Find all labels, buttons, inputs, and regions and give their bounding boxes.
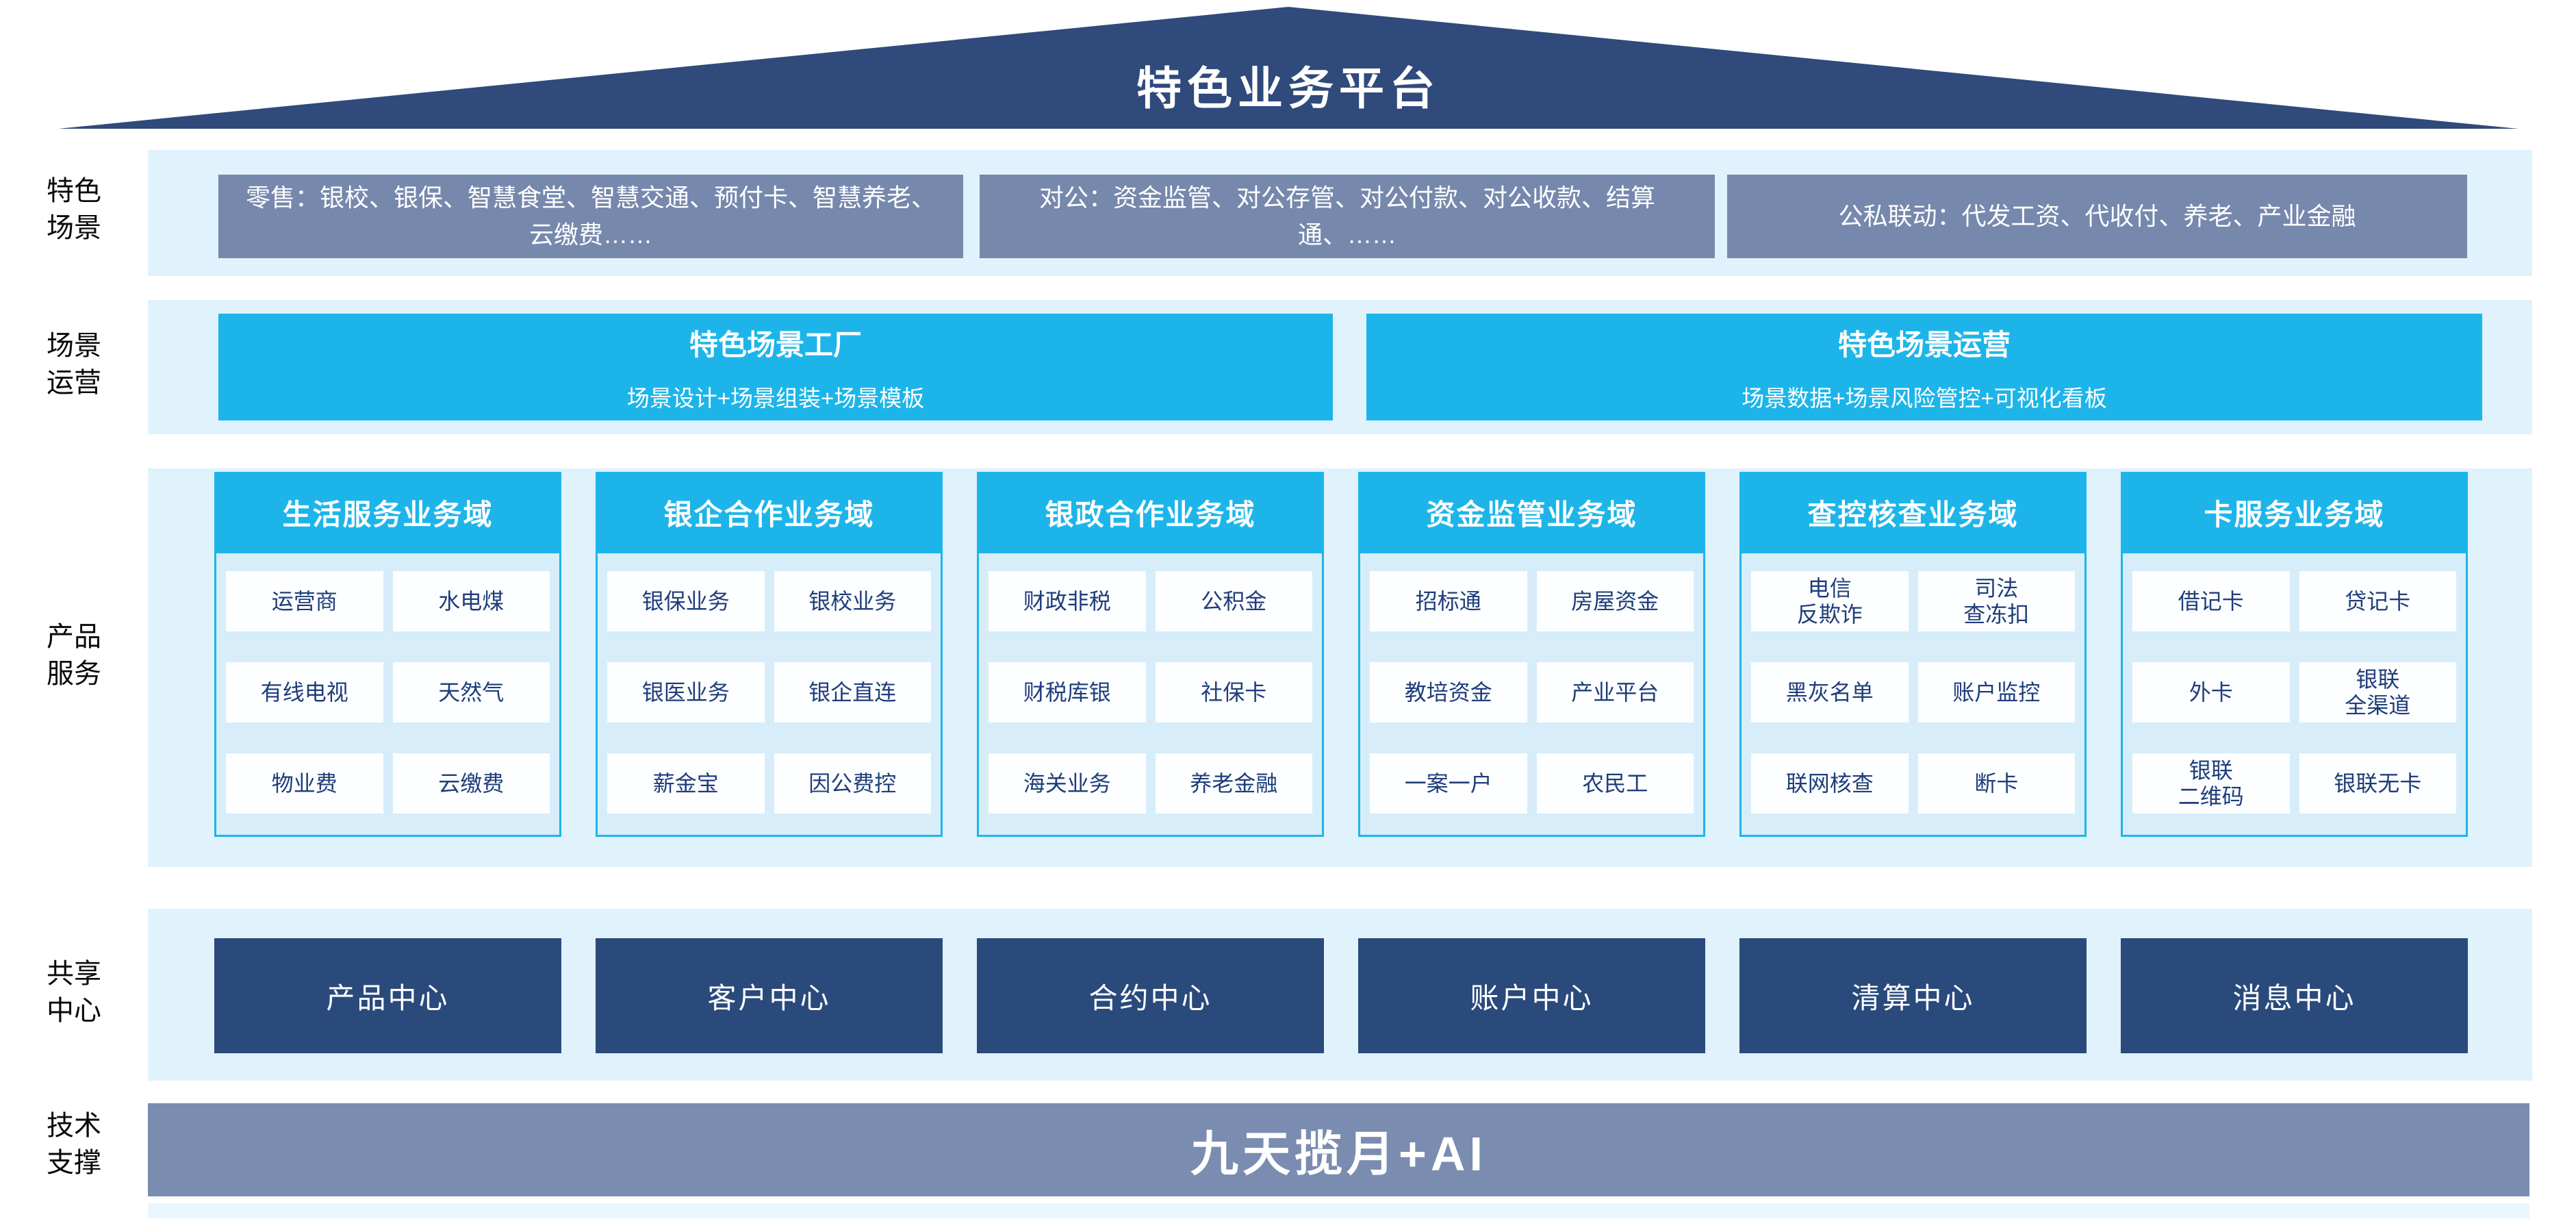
- product-item: 电信 反欺诈: [1751, 571, 1909, 631]
- product-item: 财税库银: [989, 662, 1146, 722]
- op-box-scene-factory: 特色场景工厂 场景设计+场景组装+场景模板: [218, 314, 1333, 420]
- side-label-tech-support: 技术 支撑: [47, 1111, 101, 1178]
- product-item: 云缴费: [392, 753, 550, 814]
- product-item: 外卡: [2132, 662, 2290, 722]
- product-item: 银医业务: [607, 662, 765, 722]
- product-item: 银联 全渠道: [2299, 662, 2456, 722]
- product-column-header: 卡服务业务域: [2121, 472, 2468, 553]
- product-column-body: 招标通 房屋资金 教培资金 产业平台 一案一户 农民工: [1358, 553, 1705, 837]
- roof-banner: 特色业务平台: [58, 7, 2518, 129]
- product-item: 账户监控: [1917, 662, 2075, 722]
- product-item: 薪金宝: [607, 753, 765, 814]
- product-column-header: 资金监管业务域: [1358, 472, 1705, 553]
- product-item: 银企直连: [774, 662, 931, 722]
- product-item: 司法 查冻扣: [1917, 571, 2075, 631]
- share-box-product-center: 产品中心: [214, 938, 561, 1053]
- product-item: 断卡: [1917, 753, 2075, 814]
- product-column-body: 借记卡 贷记卡 外卡 银联 全渠道 银联 二维码 银联无卡: [2121, 553, 2468, 837]
- side-label-product-services: 产品 服务: [47, 622, 101, 689]
- product-column-bank-enterprise: 银企合作业务域 银保业务 银校业务 银医业务 银企直连 薪金宝 因公费控: [596, 472, 943, 837]
- product-column-body: 运营商 水电煤 有线电视 天然气 物业费 云缴费: [214, 553, 561, 837]
- share-box-message-center: 消息中心: [2121, 938, 2468, 1053]
- product-item: 招标通: [1370, 571, 1527, 631]
- share-box-customer-center: 客户中心: [596, 938, 943, 1053]
- product-column-card-services: 卡服务业务域 借记卡 贷记卡 外卡 银联 全渠道 银联 二维码 银联无卡: [2121, 472, 2468, 837]
- product-column-fund-supervision: 资金监管业务域 招标通 房屋资金 教培资金 产业平台 一案一户 农民工: [1358, 472, 1705, 837]
- product-item: 财政非税: [989, 571, 1146, 631]
- product-item: 银保业务: [607, 571, 765, 631]
- scene-box-public-private: 公私联动：代发工资、代收付、养老、产业金融: [1727, 175, 2467, 258]
- product-column-header: 银政合作业务域: [977, 472, 1324, 553]
- product-column-body: 银保业务 银校业务 银医业务 银企直连 薪金宝 因公费控: [596, 553, 943, 837]
- product-column-inquiry-control: 查控核查业务域 电信 反欺诈 司法 查冻扣 黑灰名单 账户监控 联网核查 断卡: [1739, 472, 2087, 837]
- product-item: 因公费控: [774, 753, 931, 814]
- product-item: 银校业务: [774, 571, 931, 631]
- product-column-life-services: 生活服务业务域 运营商 水电煤 有线电视 天然气 物业费 云缴费: [214, 472, 561, 837]
- side-label-scene-operation: 场景 运营: [47, 331, 101, 398]
- op-box-subtitle: 场景数据+场景风险管控+可视化看板: [1742, 385, 2107, 411]
- side-label-special-scenes: 特色 场景: [47, 176, 101, 243]
- share-box-contract-center: 合约中心: [977, 938, 1324, 1053]
- product-item: 天然气: [392, 662, 550, 722]
- product-column-bank-government: 银政合作业务域 财政非税 公积金 财税库银 社保卡 海关业务 养老金融: [977, 472, 1324, 837]
- product-item: 房屋资金: [1536, 571, 1694, 631]
- product-item: 借记卡: [2132, 571, 2290, 631]
- product-item: 黑灰名单: [1751, 662, 1909, 722]
- product-item: 一案一户: [1370, 753, 1527, 814]
- tech-support-bar: 九天揽月+AI: [148, 1103, 2529, 1196]
- product-item: 产业平台: [1536, 662, 1694, 722]
- product-item: 银联无卡: [2299, 753, 2456, 814]
- product-column-body: 电信 反欺诈 司法 查冻扣 黑灰名单 账户监控 联网核查 断卡: [1739, 553, 2087, 837]
- product-item: 海关业务: [989, 753, 1146, 814]
- scene-box-corporate: 对公：资金监管、对公存管、对公付款、对公收款、结算通、……: [980, 175, 1715, 258]
- page-title: 特色业务平台: [1136, 63, 1440, 114]
- product-column-header: 查控核查业务域: [1739, 472, 2087, 553]
- side-label-shared-centers: 共享 中心: [47, 959, 101, 1026]
- op-box-subtitle: 场景设计+场景组装+场景模板: [626, 385, 925, 411]
- product-column-body: 财政非税 公积金 财税库银 社保卡 海关业务 养老金融: [977, 553, 1324, 837]
- product-item: 运营商: [226, 571, 383, 631]
- product-item: 教培资金: [1370, 662, 1527, 722]
- product-column-header: 银企合作业务域: [596, 472, 943, 553]
- product-item: 养老金融: [1155, 753, 1312, 814]
- op-box-title: 特色场景运营: [1837, 328, 2011, 361]
- share-box-clearing-center: 清算中心: [1739, 938, 2087, 1053]
- product-item: 银联 二维码: [2132, 753, 2290, 814]
- product-item: 公积金: [1155, 571, 1312, 631]
- op-box-title: 特色场景工厂: [689, 328, 862, 361]
- share-box-account-center: 账户中心: [1358, 938, 1705, 1053]
- product-item: 联网核查: [1751, 753, 1909, 814]
- product-item: 社保卡: [1155, 662, 1312, 722]
- product-column-header: 生活服务业务域: [214, 472, 561, 553]
- product-item: 物业费: [226, 753, 383, 814]
- product-item: 有线电视: [226, 662, 383, 722]
- product-item: 农民工: [1536, 753, 1694, 814]
- bottom-strip: [148, 1203, 2529, 1218]
- product-item: 贷记卡: [2299, 571, 2456, 631]
- op-box-scene-operation: 特色场景运营 场景数据+场景风险管控+可视化看板: [1366, 314, 2482, 420]
- product-item: 水电煤: [392, 571, 550, 631]
- scene-box-retail: 零售：银校、银保、智慧食堂、智慧交通、预付卡、智慧养老、云缴费……: [218, 175, 963, 258]
